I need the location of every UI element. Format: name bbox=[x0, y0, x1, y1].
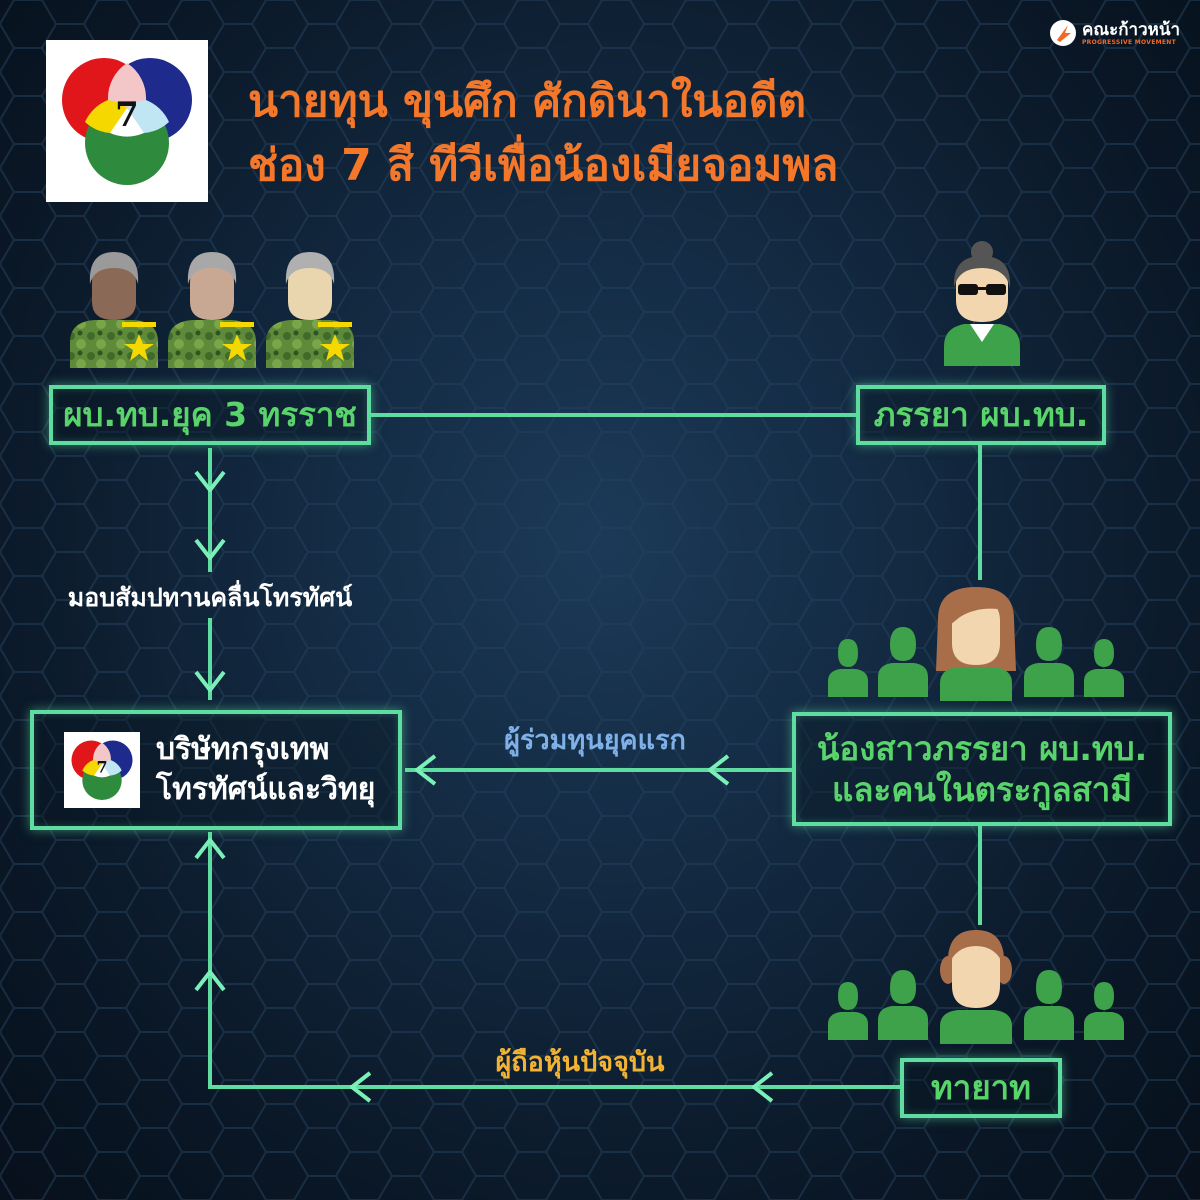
channel7-small-number: 7 bbox=[96, 757, 107, 776]
heir-person-icon bbox=[940, 930, 1012, 1044]
person-silhouette-icon bbox=[1024, 627, 1074, 697]
person-silhouette-icon bbox=[1084, 982, 1124, 1040]
arrow-left-icon bbox=[350, 1071, 372, 1103]
person-silhouette-icon bbox=[1024, 970, 1074, 1040]
heirs-group-icon bbox=[828, 930, 1124, 1044]
node-sister-family: น้องสาวภรรยา ผบ.ทบ. และคนในตระกูลสามี bbox=[792, 712, 1172, 826]
node-company: 7 บริษัทกรุงเทพ โทรทัศน์และวิทยุ bbox=[30, 710, 402, 830]
title-line-2: ช่อง 7 สี ทีวีเพื่อน้องเมียจอมพล bbox=[248, 140, 839, 191]
wife-icon bbox=[944, 241, 1020, 366]
brand-logo: คณะก้าวหน้า PROGRESSIVE MOVEMENT bbox=[1048, 18, 1180, 48]
general-2-icon bbox=[168, 252, 256, 368]
page-title: นายทุน ขุนศึก ศักดินาในอดีต ช่อง 7 สี ที… bbox=[248, 70, 838, 198]
sister-group-icon bbox=[828, 587, 1124, 701]
channel7-logo-icon: 7 bbox=[62, 58, 192, 185]
title-line-1: นายทุน ขุนศึก ศักดินาในอดีต bbox=[248, 76, 807, 127]
brand-name: คณะก้าวหน้า bbox=[1081, 19, 1180, 40]
person-silhouette-icon bbox=[828, 639, 868, 697]
arrow-down-icon bbox=[194, 538, 226, 560]
arrow-up-icon bbox=[194, 838, 226, 860]
connector-heirs-company bbox=[208, 832, 900, 1089]
channel7-number: 7 bbox=[115, 95, 139, 135]
arrow-left-icon bbox=[708, 754, 730, 786]
channel7-logo: 7 bbox=[46, 40, 208, 202]
arrow-up-icon bbox=[194, 970, 226, 992]
arrow-down-icon bbox=[194, 670, 226, 692]
node-sister-line-1: น้องสาวภรรยา ผบ.ทบ. bbox=[816, 728, 1148, 768]
generals-icon bbox=[70, 252, 354, 368]
person-silhouette-icon bbox=[878, 970, 928, 1040]
person-silhouette-icon bbox=[1084, 639, 1124, 697]
arrow-left-icon bbox=[415, 754, 437, 786]
node-wife: ภรรยา ผบ.ทบ. bbox=[856, 385, 1106, 445]
edge-label-current-shareholders: ผู้ถือหุ้นปัจจุบัน bbox=[495, 1047, 665, 1078]
node-sister-line-2: และคนในตระกูลสามี bbox=[831, 770, 1133, 809]
company-logo: 7 bbox=[64, 732, 140, 808]
arrow-down-icon bbox=[194, 470, 226, 492]
brand-icon bbox=[1049, 20, 1076, 46]
person-silhouette-icon bbox=[878, 627, 928, 697]
node-generals-label: ผบ.ทบ.ยุค 3 ทรราช bbox=[63, 395, 357, 435]
node-wife-label: ภรรยา ผบ.ทบ. bbox=[873, 395, 1089, 435]
channel7-logo-small-icon: 7 bbox=[71, 740, 133, 801]
general-3-icon bbox=[266, 252, 354, 368]
edge-label-concession: มอบสัมปทานคลื่นโทรทัศน์ bbox=[67, 583, 353, 612]
general-1-icon bbox=[70, 252, 158, 368]
company-name-line-1: บริษัทกรุงเทพ bbox=[156, 732, 330, 767]
arrow-left-icon bbox=[752, 1071, 774, 1103]
node-heirs: ทายาท bbox=[900, 1058, 1062, 1118]
edge-label-early-investors: ผู้ร่วมทุนยุคแรก bbox=[504, 725, 686, 756]
node-generals: ผบ.ทบ.ยุค 3 ทรราช bbox=[49, 385, 371, 445]
brand-tagline: PROGRESSIVE MOVEMENT bbox=[1081, 38, 1176, 46]
company-name-line-2: โทรทัศน์และวิทยุ bbox=[156, 772, 376, 807]
sister-person-icon bbox=[936, 587, 1016, 701]
person-silhouette-icon bbox=[828, 982, 868, 1040]
node-heirs-label: ทายาท bbox=[931, 1068, 1031, 1108]
